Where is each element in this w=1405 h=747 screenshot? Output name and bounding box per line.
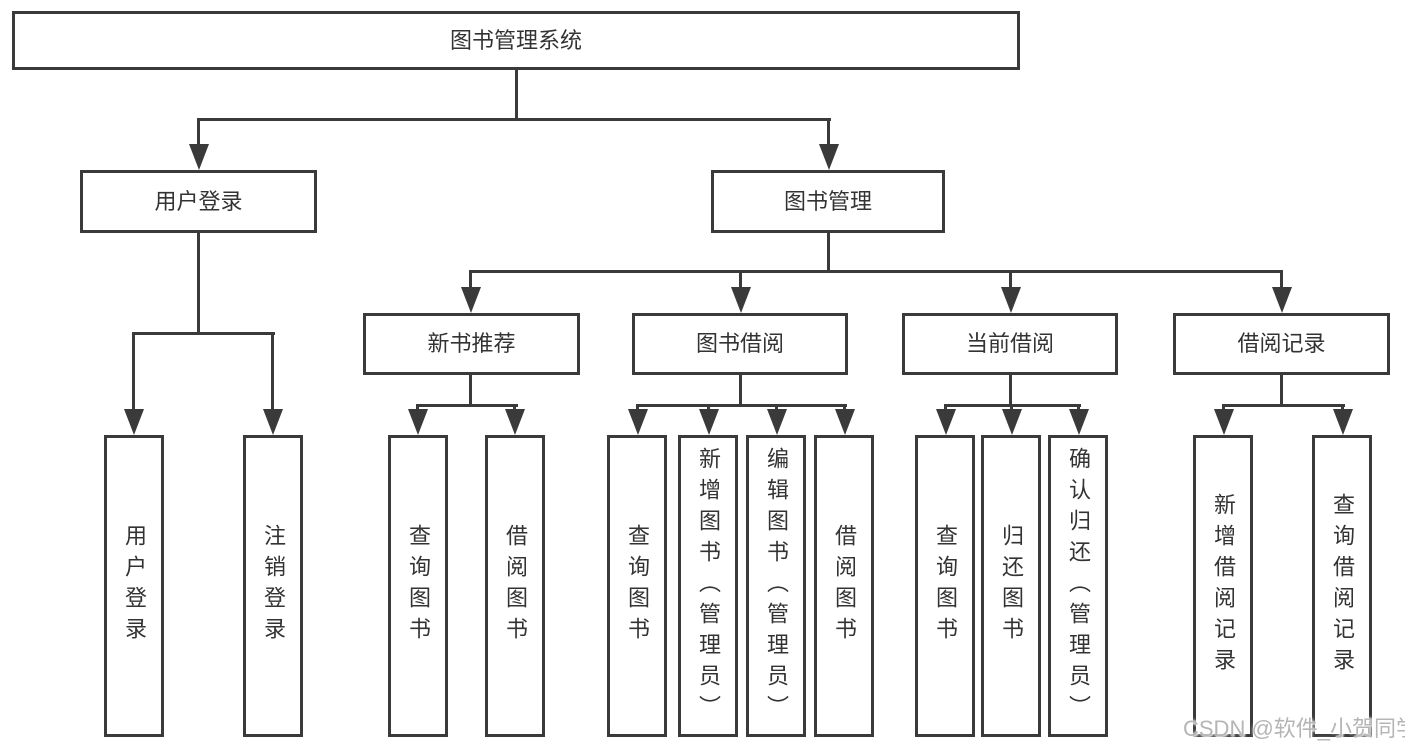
node-user-login: 用户登录 (80, 170, 317, 233)
node-book-management: 图书管理 (711, 170, 945, 233)
arrow-down-icon (1068, 406, 1089, 435)
node-new-book-recommendation: 新书推荐 (363, 313, 580, 375)
connector-line (827, 233, 830, 272)
node-book-borrowing: 图书借阅 (632, 313, 848, 375)
arrow-down-icon (262, 334, 283, 435)
connector-line (197, 118, 831, 121)
node-borrowing-records: 借阅记录 (1173, 313, 1390, 375)
connector-line (469, 375, 472, 406)
leaf-query-books-borrowing: 查询图书 (607, 435, 667, 737)
arrow-down-icon (407, 406, 428, 435)
connector-line (469, 270, 1283, 273)
node-library-management-system: 图书管理系统 (12, 11, 1020, 70)
arrow-down-icon (698, 406, 719, 435)
leaf-borrow-books: 借阅图书 (814, 435, 874, 737)
arrow-down-icon (504, 406, 525, 435)
arrow-down-icon (935, 406, 956, 435)
node-current-borrowing: 当前借阅 (902, 313, 1118, 375)
connector-line (944, 404, 1081, 407)
arrow-down-icon (1271, 272, 1292, 313)
arrow-down-icon (1001, 406, 1022, 435)
leaf-confirm-return-admin: 确认归还（管理员） (1048, 435, 1108, 737)
arrow-down-icon (766, 406, 787, 435)
connector-line (132, 332, 275, 335)
leaf-logout: 注销登录 (243, 435, 303, 737)
connector-line (416, 404, 518, 407)
arrow-down-icon (627, 406, 648, 435)
leaf-query-borrow-record: 查询借阅记录 (1312, 435, 1372, 737)
leaf-add-borrow-record: 新增借阅记录 (1193, 435, 1253, 737)
leaf-edit-book-admin: 编辑图书（管理员） (746, 435, 806, 737)
connector-line (197, 233, 200, 334)
csdn-watermark: CSDN @软件_小贺同学 (1183, 716, 1405, 741)
leaf-return-books: 归还图书 (981, 435, 1041, 737)
leaf-query-books-current: 查询图书 (915, 435, 975, 737)
leaf-borrow-books-recommendation: 借阅图书 (485, 435, 545, 737)
leaf-add-book-admin: 新增图书（管理员） (678, 435, 738, 737)
arrow-down-icon (460, 272, 481, 313)
arrow-down-icon (123, 334, 144, 435)
arrow-down-icon (818, 120, 839, 170)
arrow-down-icon (1213, 406, 1234, 435)
leaf-user-login: 用户登录 (104, 435, 164, 737)
arrow-down-icon (834, 406, 855, 435)
arrow-down-icon (1332, 406, 1353, 435)
connector-line (1222, 404, 1345, 407)
leaf-query-books-recommendation: 查询图书 (388, 435, 448, 737)
arrow-down-icon (188, 120, 209, 170)
connector-line (1280, 375, 1283, 406)
connector-line (515, 70, 518, 120)
connector-line (1009, 375, 1012, 406)
arrow-down-icon (730, 272, 751, 313)
arrow-down-icon (1000, 272, 1021, 313)
connector-line (636, 404, 847, 407)
connector-line (739, 375, 742, 406)
